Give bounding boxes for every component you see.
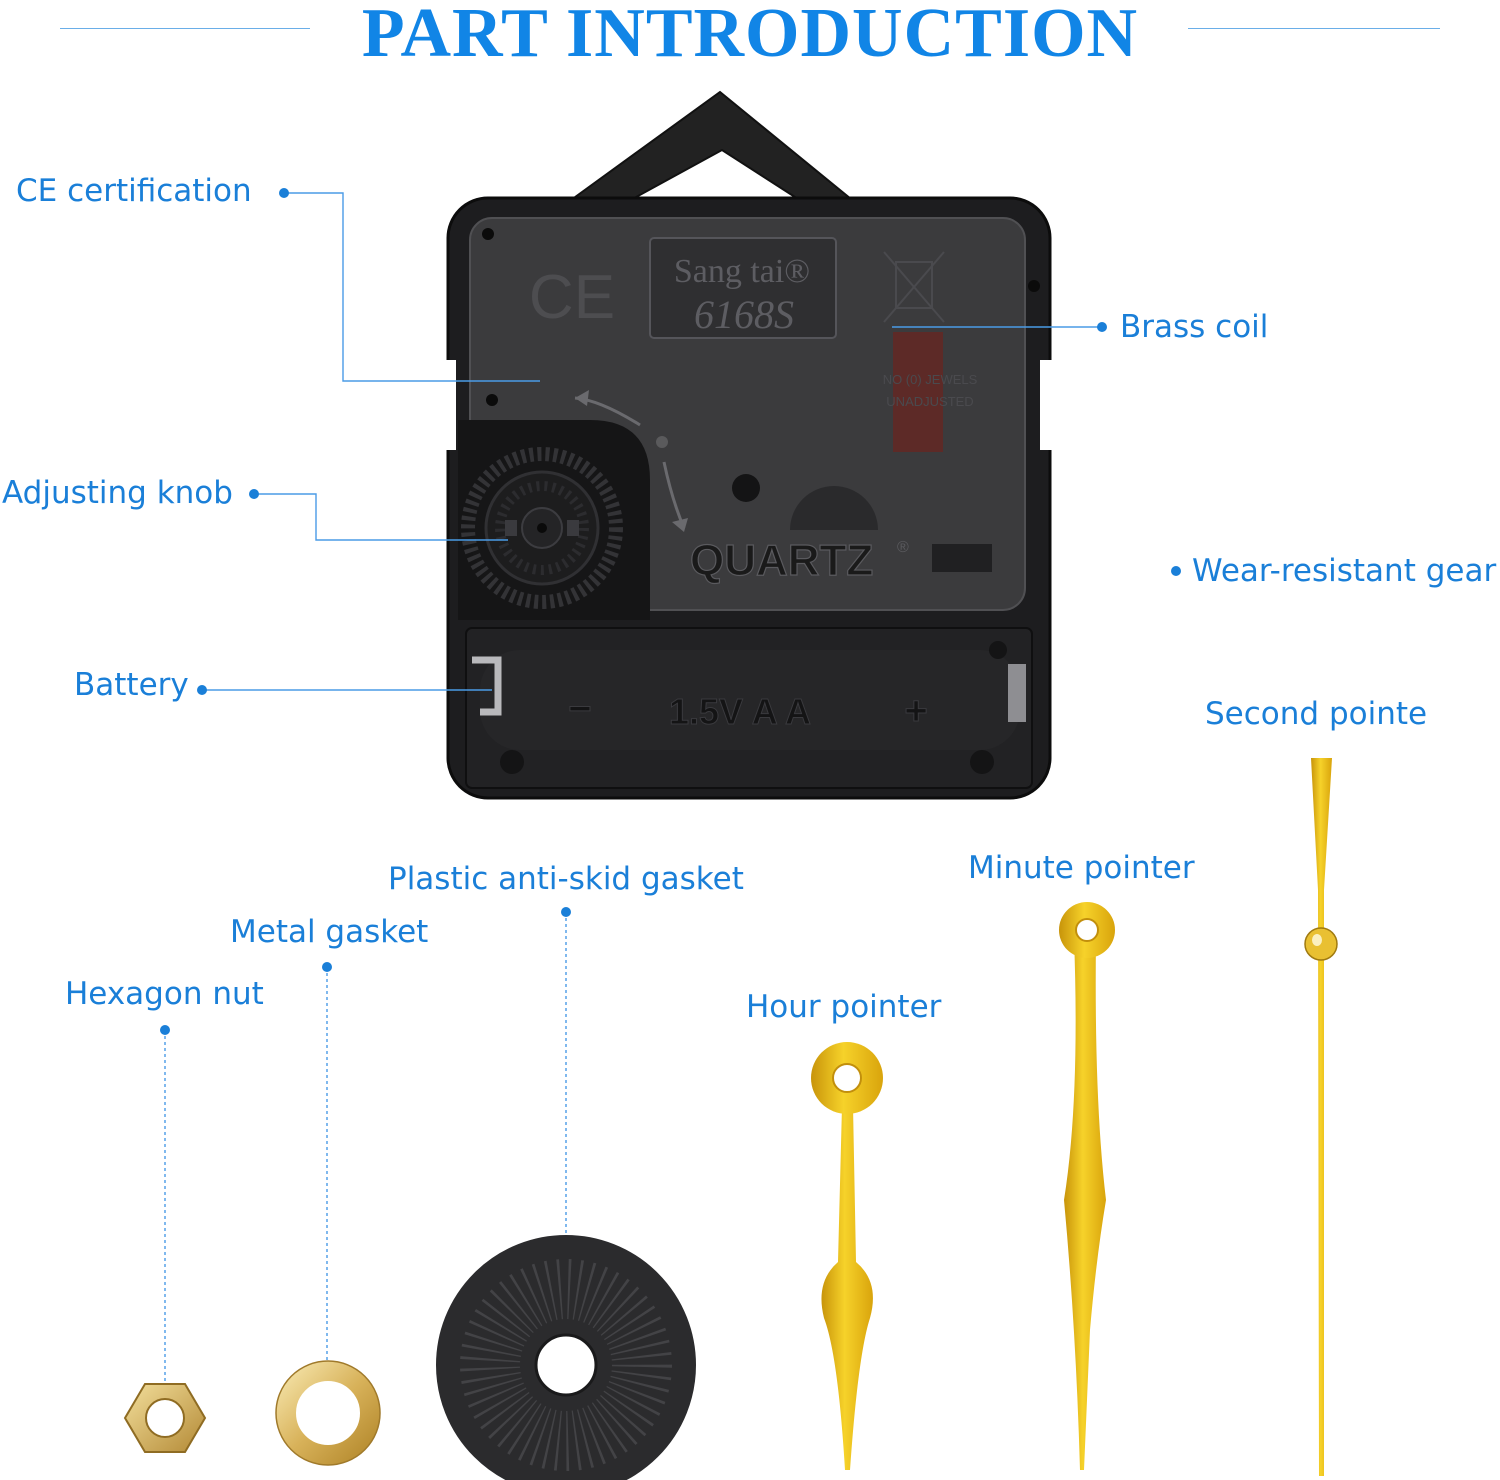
label-hour-pointer: Hour pointer xyxy=(746,989,942,1025)
battery-compartment: − 1.5V A A + xyxy=(465,627,1033,789)
brass-coil-window xyxy=(893,332,943,452)
weee-symbol-icon xyxy=(883,251,945,323)
minute-pointer xyxy=(1059,902,1115,1470)
plastic-gasket xyxy=(436,1235,696,1480)
quartz-text: QUARTZ xyxy=(690,536,873,585)
brand-name: Sang tai® xyxy=(674,253,810,290)
leader-lines xyxy=(164,192,1100,1382)
title-rule-right xyxy=(1188,28,1440,29)
quartz-registered-mark: ® xyxy=(897,539,909,556)
gear-hint xyxy=(790,486,878,530)
ce-mark: CE xyxy=(529,263,615,332)
leader-knob xyxy=(254,493,508,541)
second-pointer xyxy=(1304,758,1338,1476)
brand-plate xyxy=(649,237,837,339)
clock-movement: CE Sang tai® 6168S NO (0) JEWELS UNADJUS… xyxy=(440,90,1056,800)
label-ce-certification: CE certification xyxy=(16,173,252,209)
label-hexagon-nut: Hexagon nut xyxy=(65,976,264,1012)
movement-hanger xyxy=(556,90,865,209)
metal-gasket xyxy=(275,1360,381,1466)
model-number: 6168S xyxy=(694,292,794,337)
label-brass-coil: Brass coil xyxy=(1120,309,1269,345)
hexagon-nut xyxy=(123,1383,207,1453)
label-wear-resistant-gear: Wear-resistant gear xyxy=(1192,553,1497,589)
jewels-text: NO (0) JEWELS xyxy=(883,372,978,387)
battery-minus: − xyxy=(568,687,591,731)
battery-spec: 1.5V A A xyxy=(669,691,811,732)
adjusting-knob xyxy=(461,447,623,609)
label-metal-gasket: Metal gasket xyxy=(230,914,429,950)
label-adjusting-knob: Adjusting knob xyxy=(2,475,233,511)
battery-plus: + xyxy=(904,689,927,733)
hour-pointer xyxy=(811,1042,883,1470)
title-rule-left xyxy=(60,28,310,29)
page-title: PART INTRODUCTION xyxy=(361,0,1139,72)
unadjusted-text: UNADJUSTED xyxy=(886,394,973,409)
leader-ce xyxy=(284,192,540,382)
label-battery: Battery xyxy=(74,667,189,703)
label-minute-pointer: Minute pointer xyxy=(968,850,1195,886)
leader-dots xyxy=(160,188,1181,1035)
label-second-pointer: Second pointe xyxy=(1205,696,1428,732)
label-plastic-gasket: Plastic anti-skid gasket xyxy=(388,861,744,897)
